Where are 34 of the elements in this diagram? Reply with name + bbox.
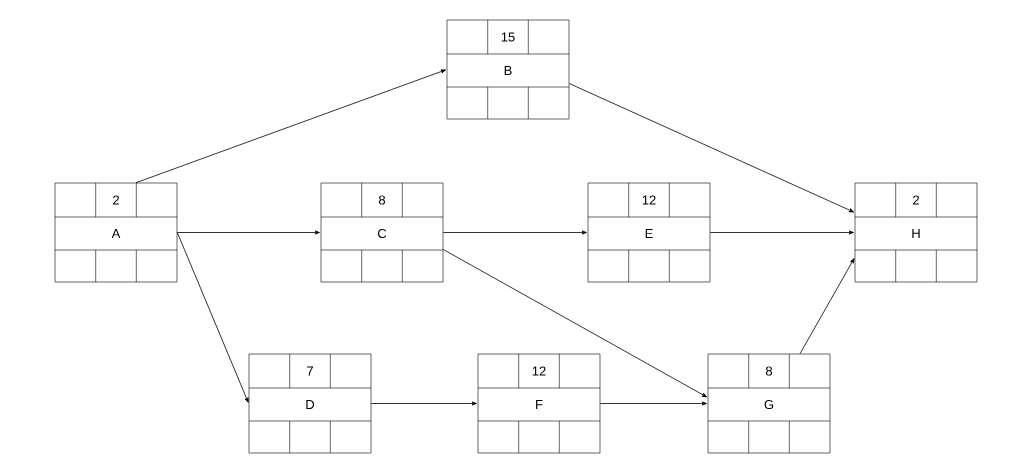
activity-box — [707, 353, 831, 454]
activity-label: G — [764, 399, 774, 410]
activity-label: B — [504, 66, 512, 75]
activity-box — [248, 353, 372, 454]
duration-label: 12 — [642, 195, 656, 205]
arrow — [599, 401, 707, 406]
activity-label: A — [111, 229, 121, 238]
duration-label: 7 — [307, 366, 313, 376]
activity-box — [54, 182, 178, 283]
arrow — [568, 83, 855, 213]
arrow — [799, 258, 855, 355]
arrow — [176, 232, 249, 403]
activity-label: C — [377, 228, 387, 239]
duration-label: 2 — [113, 195, 119, 205]
duration-label: 8 — [765, 366, 773, 376]
duration-label: 8 — [378, 195, 386, 205]
arrow — [709, 230, 854, 235]
activity-label: F — [536, 400, 543, 409]
duration-label: 2 — [913, 195, 919, 205]
activity-label: H — [912, 229, 920, 238]
activity-box — [854, 182, 978, 283]
arrow — [176, 230, 320, 235]
activity-label: D — [306, 400, 315, 409]
arrow — [442, 249, 708, 398]
activity-label: E — [645, 229, 653, 238]
arrow — [135, 69, 446, 184]
arrow — [370, 401, 477, 406]
arrow — [442, 230, 587, 235]
activity-box — [320, 182, 444, 283]
activity-box — [446, 19, 570, 120]
duration-label: 12 — [532, 366, 546, 376]
duration-label: 15 — [501, 32, 515, 42]
activity-box — [477, 353, 601, 454]
activity-box — [587, 182, 711, 283]
